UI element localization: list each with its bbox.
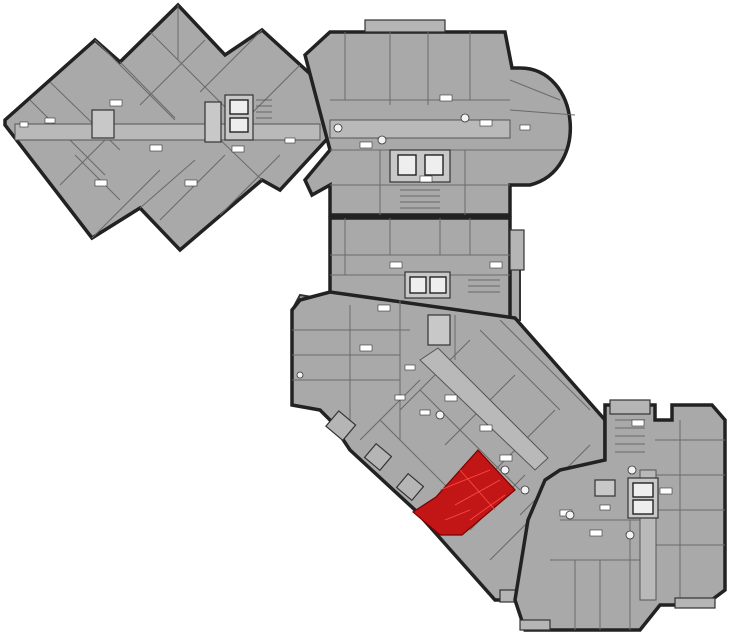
north-west-cross-wing[interactable] [3,2,332,253]
north-east-wing[interactable] [302,19,576,217]
south-east-wing[interactable] [513,399,727,632]
highlighted-unit[interactable] [411,449,516,536]
